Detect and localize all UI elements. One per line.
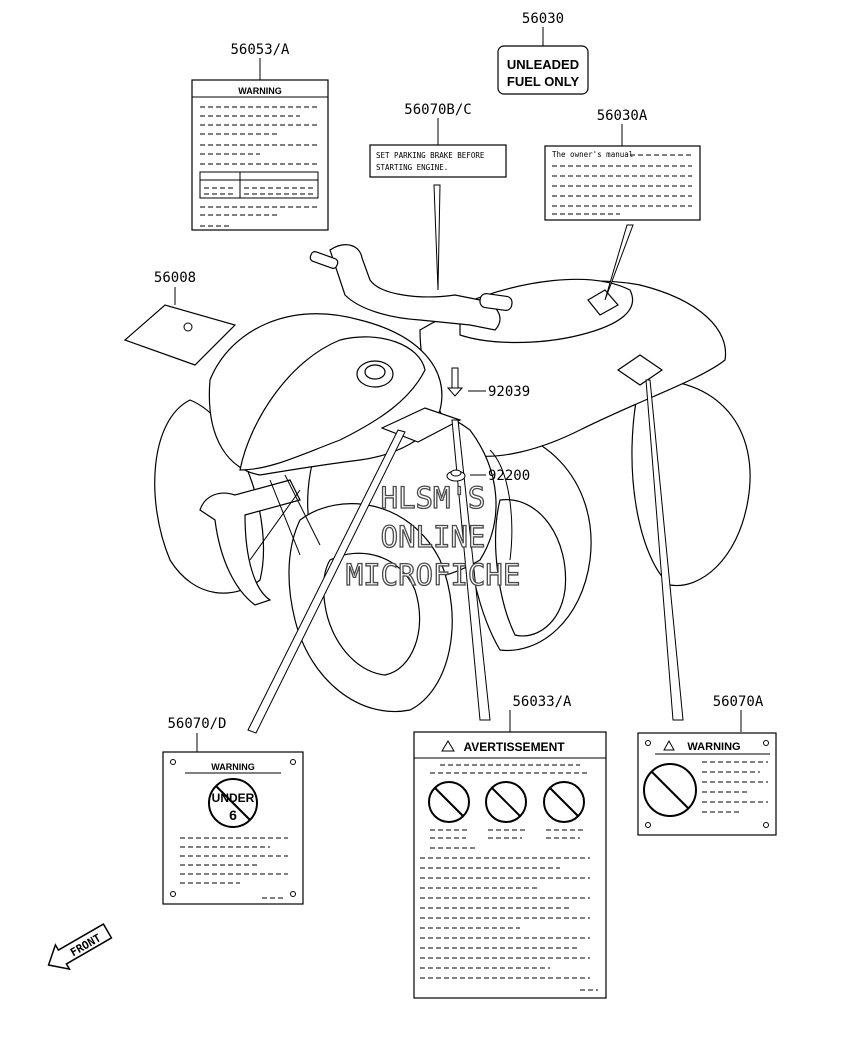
parking-brake-text-1: SET PARKING BRAKE BEFORE: [376, 151, 485, 160]
warning-text-56053: WARNING: [238, 86, 282, 96]
under-text: UNDER: [212, 791, 255, 805]
owners-manual-text: The owner's manual: [552, 150, 633, 159]
part-label-56033a: 56033/A: [512, 694, 572, 710]
leader-lines: [174, 27, 742, 752]
fastener-92039: [446, 367, 464, 397]
decal-unleaded-fuel: UNLEADED FUEL ONLY: [497, 45, 589, 95]
front-bumper: [199, 479, 301, 606]
warning-text-56070d: WARNING: [211, 762, 255, 772]
under-number: 6: [229, 807, 237, 823]
watermark-line-2: ONLINE: [381, 520, 486, 554]
parking-brake-text-2: STARTING ENGINE.: [376, 163, 448, 172]
rear-decal-patch-2: [616, 354, 664, 386]
grommet-92200: [446, 469, 466, 482]
part-label-56030: 56030: [522, 11, 564, 27]
front-left-wheel: [288, 503, 453, 712]
decal-56033a: AVERTISSEMENT: [413, 731, 607, 999]
decal-56070a: WARNING: [637, 732, 777, 836]
part-label-92200: 92200: [488, 468, 530, 484]
atv-drawing: [154, 244, 751, 712]
part-label-56070a: 56070A: [713, 694, 764, 710]
unleaded-text: UNLEADED: [507, 57, 579, 72]
decal-56008: [123, 304, 237, 366]
fuel-only-text: FUEL ONLY: [507, 74, 580, 89]
decal-56070d: WARNING UNDER 6: [162, 751, 304, 905]
part-label-56030a: 56030A: [597, 108, 648, 124]
part-label-92039: 92039: [488, 384, 530, 400]
rear-decal-patch-1: [587, 289, 619, 316]
handlebar: [329, 244, 501, 331]
avertissement-text: AVERTISSEMENT: [463, 740, 565, 754]
watermark-line-3: MICROFICHE: [346, 558, 521, 592]
part-label-56008: 56008: [154, 270, 196, 286]
decal-parking-brake: SET PARKING BRAKE BEFORE STARTING ENGINE…: [369, 144, 507, 178]
front-direction-arrow: FRONT: [47, 923, 113, 971]
seat: [459, 278, 634, 344]
decal-56053: WARNING: [191, 79, 329, 231]
part-label-56070bc: 56070B/C: [404, 102, 471, 118]
front-arrow-icon: [47, 923, 113, 971]
decal-owners-manual: The owner's manual: [544, 145, 701, 221]
part-labels: 56030 56053/A 56070B/C 56030A 56008 9203…: [154, 11, 764, 732]
part-label-56070d: 56070/D: [167, 716, 226, 732]
part-label-56053a: 56053/A: [230, 42, 290, 58]
watermark: HLSM'S ONLINE MICROFICHE: [345, 480, 521, 592]
warning-text-56070a: WARNING: [687, 741, 740, 753]
fuel-cap: [356, 360, 394, 388]
watermark-line-1: HLSM'S: [381, 481, 486, 515]
